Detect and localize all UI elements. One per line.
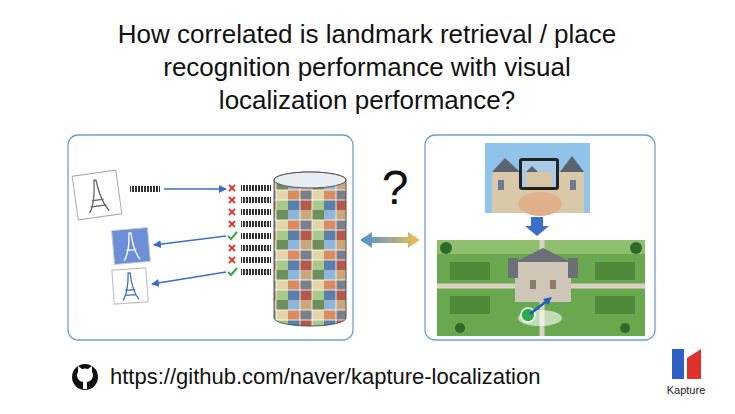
aerial-view (437, 240, 645, 336)
result-marks (229, 197, 235, 203)
database-descriptors (241, 185, 271, 275)
github-icon (77, 366, 93, 389)
aerial-view (440, 242, 452, 254)
query-arrow (164, 188, 226, 189)
aerial-view (530, 280, 536, 289)
kapture-logo (687, 349, 701, 379)
result-marks (229, 185, 235, 191)
query-photo (485, 143, 590, 216)
result-marks (229, 221, 235, 227)
aerial-view (521, 308, 535, 322)
retrieved-image (112, 227, 151, 264)
aerial-view (550, 280, 556, 289)
retrieved-image (112, 268, 148, 304)
repository-url: https://github.com/naver/kapture-localiz… (110, 364, 670, 390)
database-descriptors (241, 185, 271, 191)
retrieved-image (122, 232, 140, 260)
result-marks (228, 232, 237, 239)
result-marks (229, 185, 235, 263)
retrieval-panel (68, 135, 353, 340)
aerial-view (437, 240, 645, 336)
result-marks (228, 185, 237, 275)
aerial-view (630, 242, 642, 254)
retrieved-image (121, 272, 139, 300)
database-descriptors (241, 221, 271, 227)
aerial-view (530, 300, 548, 314)
kapture-logo (672, 349, 701, 379)
database-descriptors (241, 269, 271, 275)
image-database (274, 172, 346, 188)
query-image (72, 170, 122, 220)
database-descriptors (241, 197, 271, 203)
database-descriptors (241, 209, 271, 215)
result-marks (228, 232, 237, 275)
aerial-view (450, 296, 490, 314)
result-marks (229, 245, 235, 251)
aerial-view (450, 262, 490, 280)
query-photo (526, 172, 552, 187)
query-photo (570, 180, 576, 190)
database-descriptors (241, 233, 271, 239)
query-image (85, 179, 109, 213)
return-arrow (154, 236, 226, 245)
localization-panel (425, 135, 655, 340)
aerial-view (508, 258, 518, 278)
query-photo (519, 158, 559, 190)
query-photo (518, 192, 562, 216)
aerial-view (515, 262, 571, 302)
database-descriptors (241, 245, 271, 251)
aerial-view (543, 297, 552, 305)
query-photo (492, 158, 520, 172)
image-database (274, 172, 346, 326)
slide-title: How correlated is landmark retrieval / p… (117, 18, 617, 117)
down-arrow (525, 217, 549, 236)
result-marks (228, 268, 237, 275)
github-icon (72, 364, 98, 390)
aerial-view (455, 323, 465, 333)
query-image (72, 170, 122, 220)
aerial-view (595, 262, 635, 280)
result-marks (229, 257, 235, 263)
query-descriptor (130, 186, 160, 192)
query-photo (522, 161, 556, 187)
return-arrow (152, 272, 226, 284)
query-photo (526, 166, 538, 172)
aerial-view (437, 240, 645, 336)
question-mark: ? (372, 160, 418, 216)
retrieved-image (112, 227, 151, 264)
database-descriptors (241, 257, 271, 263)
aerial-view (595, 296, 635, 314)
retrieved-image (112, 268, 148, 304)
query-photo (498, 180, 504, 190)
aerial-view (620, 323, 630, 333)
aerial-view (568, 258, 578, 278)
result-marks (229, 209, 235, 215)
query-photo (560, 156, 584, 172)
logo-caption: Kapture (660, 383, 712, 397)
kapture-logo (672, 349, 684, 379)
github-icon (72, 364, 98, 390)
aerial-view (515, 248, 571, 262)
image-database (274, 172, 346, 326)
double-arrow (360, 232, 420, 248)
